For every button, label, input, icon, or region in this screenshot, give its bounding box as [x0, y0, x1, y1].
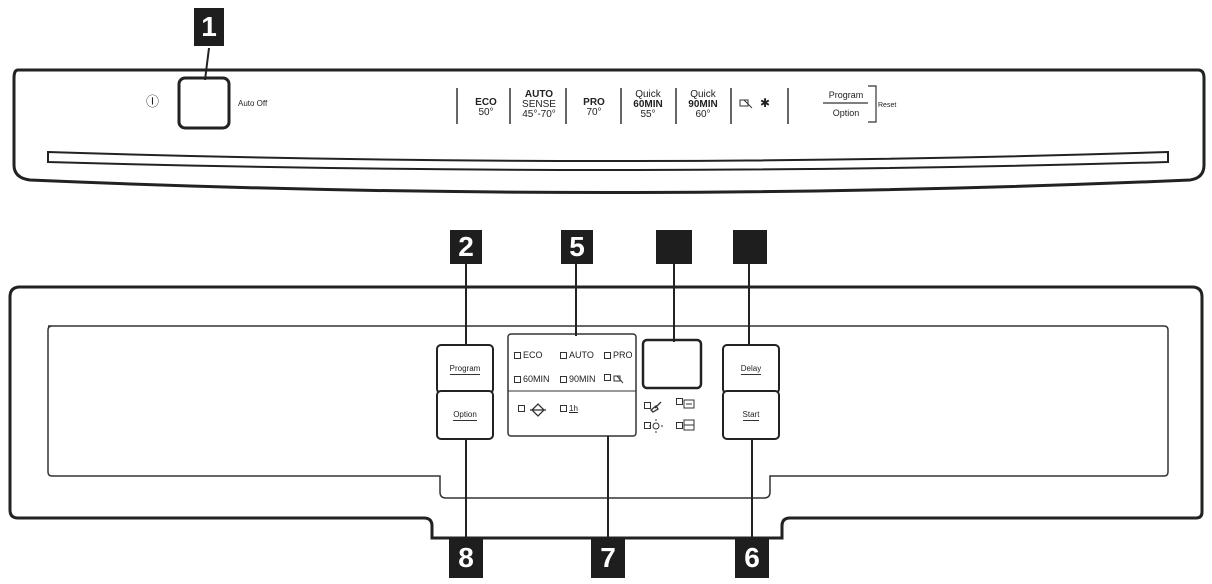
auto-off-label: Auto Off: [238, 99, 268, 108]
power-button: [177, 76, 231, 130]
tablet-icon: [683, 419, 695, 431]
indicator-auto: AUTO: [560, 350, 594, 360]
callout-5: 5: [561, 230, 593, 264]
indicator-90min: 90MIN: [560, 374, 596, 384]
program-label: Program: [828, 90, 864, 100]
indicator-hours: 1h: [560, 404, 578, 413]
dry-icon: [739, 99, 753, 109]
digital-display: [641, 338, 703, 390]
indicator-brush: [644, 402, 651, 409]
leader-lines: [465, 262, 753, 538]
option-button[interactable]: Option: [436, 390, 494, 440]
indicator-eco: ECO: [514, 350, 543, 360]
bottom-panel-outline: [8, 285, 1204, 540]
start-button[interactable]: Start: [722, 390, 780, 440]
indicator-sun: [644, 422, 651, 429]
callout-7: 7: [591, 538, 625, 578]
dry-indicator-icon: [613, 375, 624, 384]
indicator-tablet: [676, 422, 683, 429]
indicator-60min: 60MIN: [514, 374, 550, 384]
indicator-pro: PRO: [604, 350, 633, 360]
callout-6: 6: [735, 538, 769, 578]
top-panel-outline: [12, 68, 1206, 194]
brush-icon: [650, 401, 662, 413]
callout-4: [733, 230, 767, 264]
delay-button[interactable]: Delay: [722, 344, 780, 394]
power-icon: Ⓘ: [146, 94, 160, 109]
indicator-cycle: [518, 405, 525, 412]
callout-1: 1: [194, 8, 224, 46]
cycle-icon: [530, 403, 546, 417]
reset-label: Reset: [878, 102, 897, 109]
option-label: Option: [832, 108, 860, 118]
program-button[interactable]: Program: [436, 344, 494, 394]
indicator-dry: [604, 374, 611, 381]
callout-8: 8: [449, 538, 483, 578]
indicator-wash: [676, 398, 683, 405]
callout-2: 2: [450, 230, 482, 264]
sun-icon: [649, 419, 663, 433]
top-panel-lip: [47, 150, 1169, 171]
reset-bracket: [868, 85, 877, 123]
wash-icon: [683, 399, 695, 409]
bottom-panel-inner: [47, 325, 1169, 499]
callout-3: [656, 230, 692, 264]
snowflake-icon: ✱: [760, 96, 771, 110]
program-separators: [456, 88, 789, 124]
